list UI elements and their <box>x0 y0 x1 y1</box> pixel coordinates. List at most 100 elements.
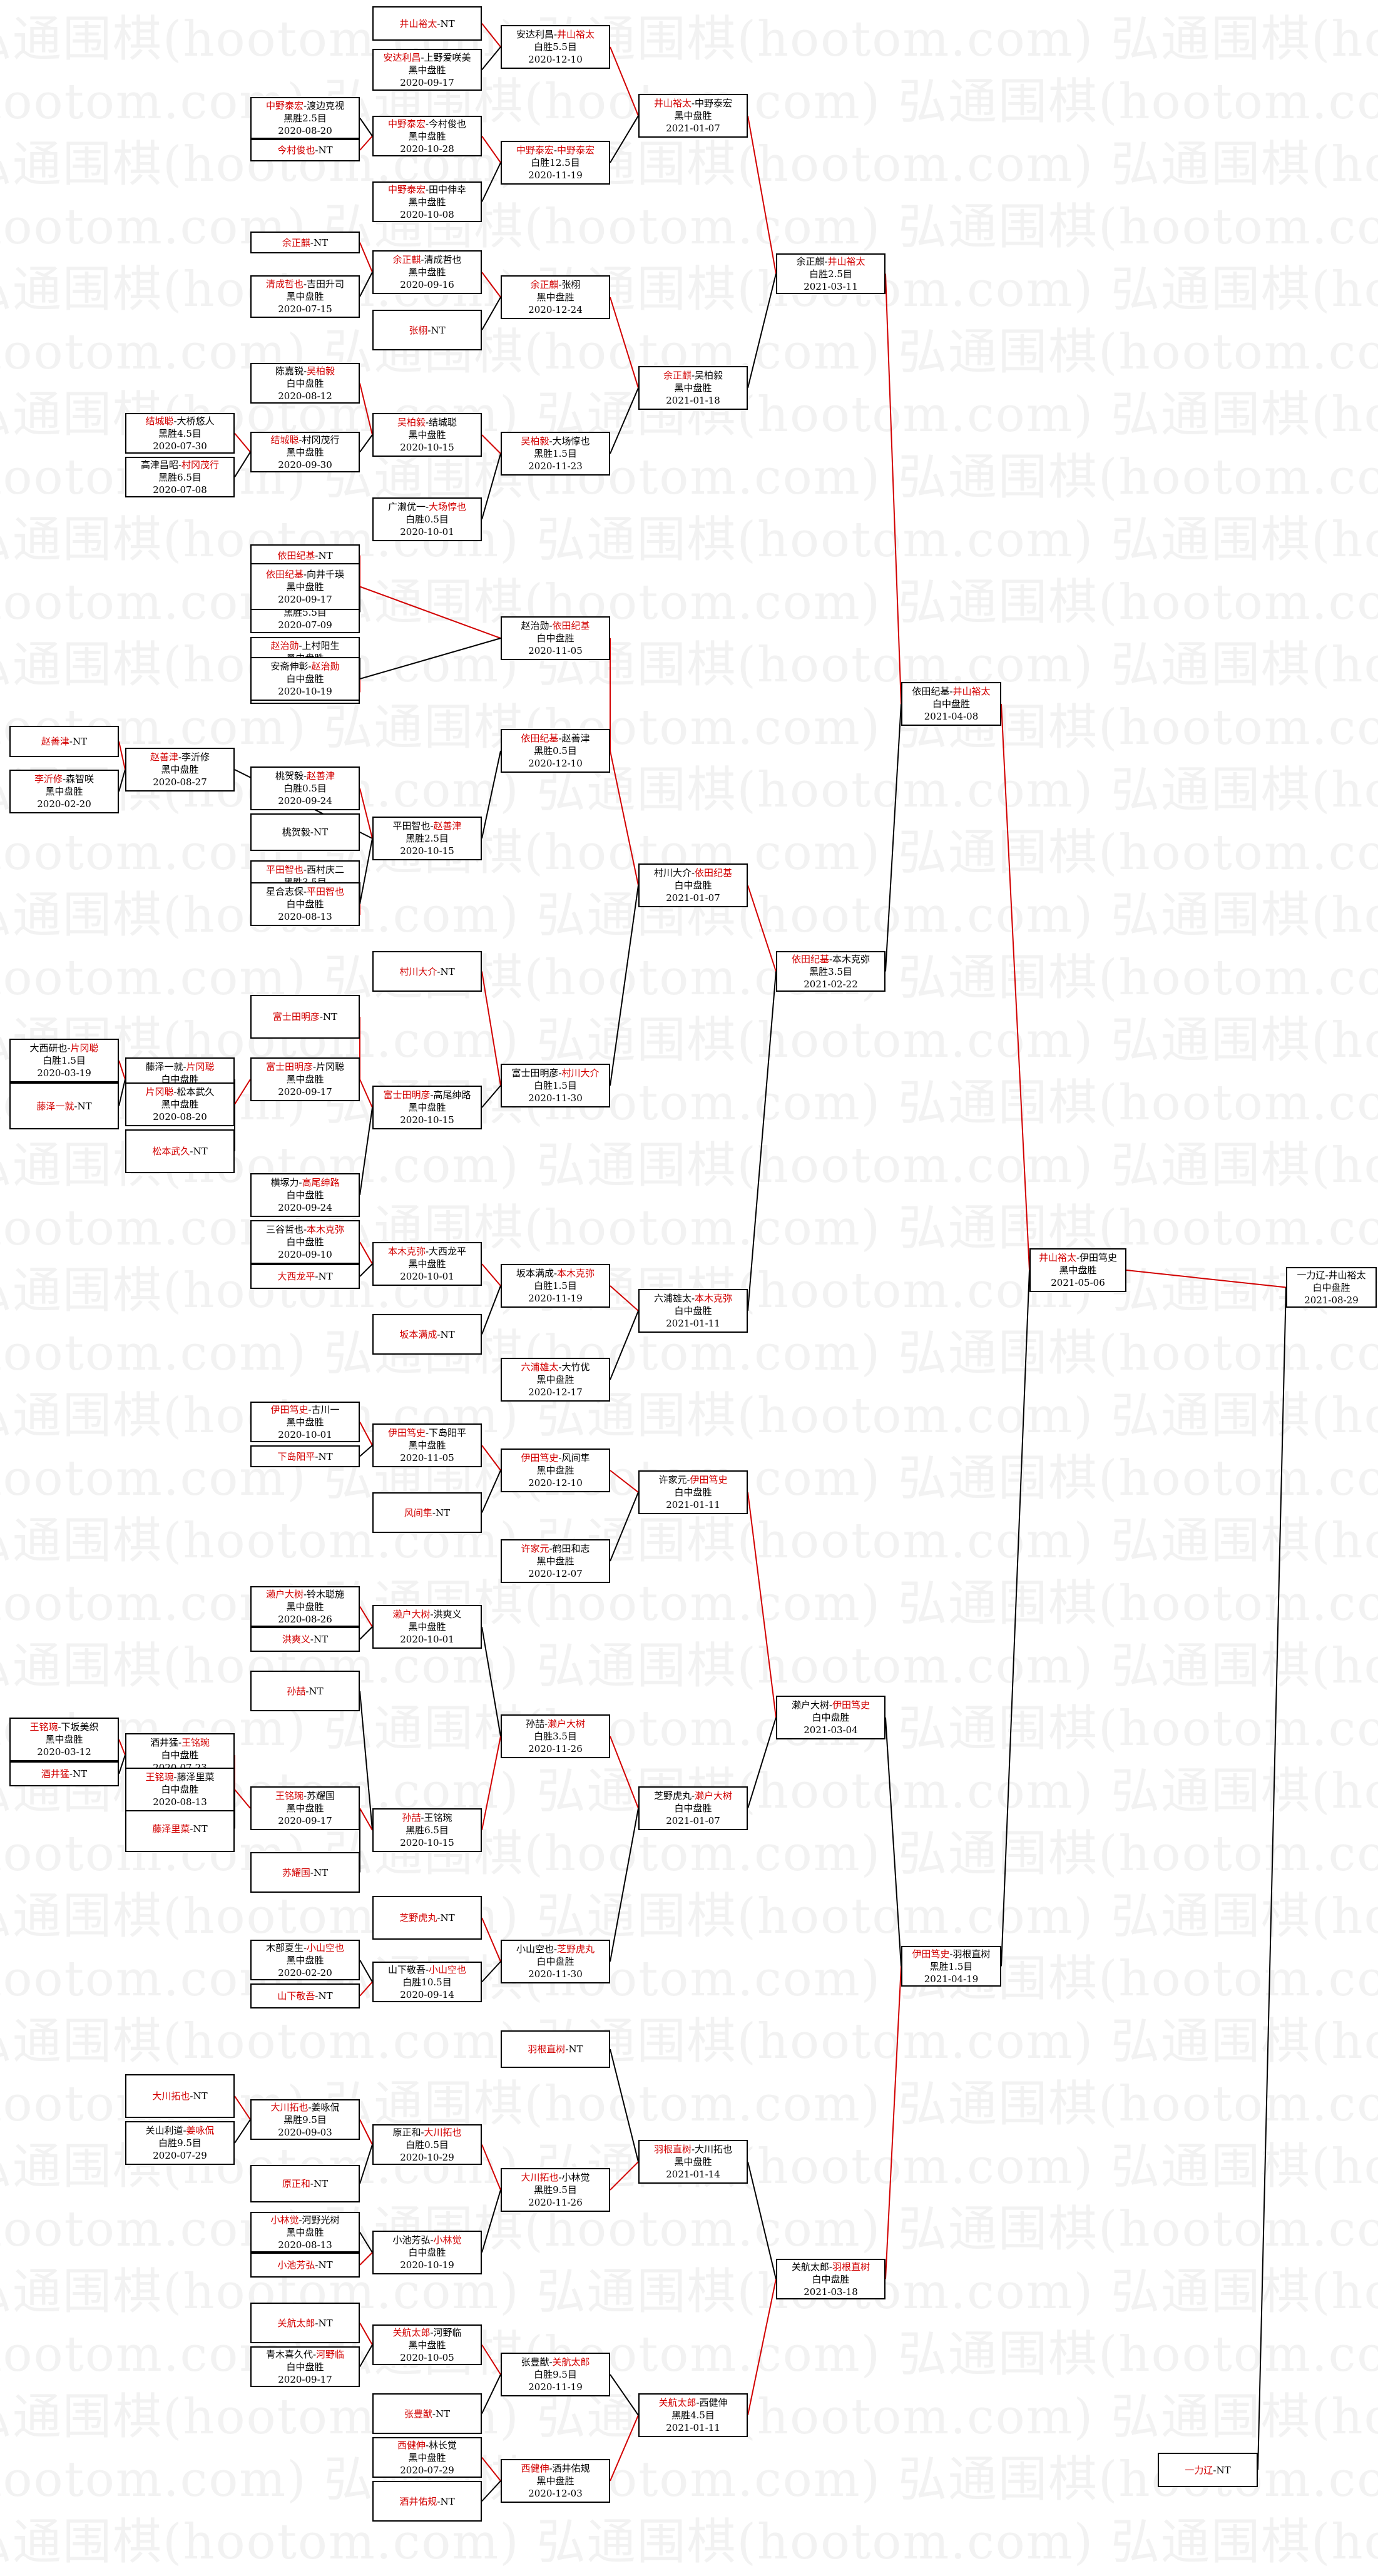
match-players: 依田纪基-向井千瑛 <box>265 568 345 580</box>
watermark-text: 弘通围棋(hootom.com) 弘通围棋(hootom.com) 弘通围棋(h… <box>0 2514 1378 2570</box>
watermark-text: 弘通围棋(hootom.com) 弘通围棋(hootom.com) 弘通围棋(h… <box>0 637 1378 693</box>
match-result: 黑中盘胜 <box>536 1465 574 1476</box>
match-players: 安斋伸彰-赵治勋 <box>270 661 340 672</box>
match-players: 结城聪-大桥悠人 <box>145 415 215 427</box>
loser-connector <box>610 2049 639 2162</box>
watermark-text: 弘通围棋(hootom.com) 弘通围棋(hootom.com) 弘通围棋(h… <box>0 136 1378 193</box>
winner-connector <box>481 971 501 1086</box>
watermark-text: 弘通围棋(hootom.com) 弘通围棋(hootom.com) 弘通围棋(h… <box>0 2326 1378 2383</box>
match-date: 2020-09-17 <box>278 1086 332 1097</box>
match-result: 白中盘胜 <box>536 633 574 644</box>
match-players: 濑户大树-伊田笃史 <box>791 1699 870 1711</box>
match-date: 2020-12-24 <box>528 304 583 315</box>
player-name: 三谷哲也 <box>265 1224 304 1235</box>
match-players: 依田纪基-井山裕太 <box>912 686 991 697</box>
loser-connector <box>481 1961 501 1983</box>
player-name: NT <box>568 2044 583 2055</box>
player-name: 富士田明彦 <box>511 1067 559 1079</box>
winner-connector <box>359 788 373 839</box>
match-players: 大川拓也-NT <box>152 2090 208 2102</box>
watermark-text: 弘通围棋(hootom.com) 弘通围棋(hootom.com) 弘通围棋(h… <box>0 1388 1378 1444</box>
player-name: 小林觉 <box>561 2172 590 2183</box>
player-name: 大西研也 <box>29 1042 68 1054</box>
match-players: 赵治勋-依田纪基 <box>521 620 590 631</box>
watermark-text: 弘通围棋(hootom.com) 弘通围棋(hootom.com) 弘通围棋(h… <box>0 950 1378 1006</box>
player-name: NT <box>313 827 329 838</box>
winner-connector <box>610 1736 639 1809</box>
match-box: 大川拓也-NT <box>125 2074 235 2118</box>
player-name: 安达利昌 <box>516 29 554 40</box>
match-result: 白胜12.5目 <box>531 157 580 168</box>
match-date: 2020-03-12 <box>37 1746 91 1758</box>
player-name: 姜咏侃 <box>186 2125 215 2136</box>
match-date: 2020-02-20 <box>37 798 91 810</box>
match-date: 2020-10-15 <box>400 442 454 453</box>
player-name: 赵善津 <box>433 820 462 832</box>
player-name: 许家元 <box>521 1543 549 1554</box>
match-result: 黑中盘胜 <box>286 1803 324 1814</box>
loser-connector <box>359 2231 373 2253</box>
loser-connector <box>610 2374 639 2416</box>
match-players: 坂本满成-NT <box>399 1328 455 1340</box>
player-name: 赵善津 <box>561 733 590 744</box>
player-name: 高尾绅路 <box>302 1177 340 1188</box>
player-name: 余正麒 <box>282 237 310 248</box>
match-date: 2020-07-29 <box>400 2464 454 2476</box>
match-result: 黑中盘胜 <box>286 291 324 302</box>
winner-connector <box>481 23 501 48</box>
match-result: 黑胜4.5目 <box>671 2410 715 2421</box>
match-date: 2020-09-17 <box>400 76 454 88</box>
match-date: 2020-11-30 <box>528 1968 583 1980</box>
match-date: 2020-11-26 <box>528 1743 583 1754</box>
player-name: 羽根直树 <box>952 1948 991 1960</box>
match-date: 2021-04-19 <box>924 1973 979 1985</box>
match-players: 依田纪基-NT <box>277 549 333 561</box>
winner-connector <box>118 1739 126 1756</box>
watermark-text: 弘通围棋(hootom.com) 弘通围棋(hootom.com) 弘通围棋(h… <box>0 2264 1378 2320</box>
match-players: 原正和-大川拓也 <box>392 2126 462 2138</box>
winner-connector <box>481 1445 501 1471</box>
match-players: 藤泽一就-片冈聪 <box>145 1061 215 1072</box>
match-date: 2021-05-06 <box>1051 1277 1105 1288</box>
player-name: 酒井佑规 <box>552 2463 590 2474</box>
player-name: 赵善津 <box>41 736 69 747</box>
match-players: 小池芳弘-NT <box>277 2259 333 2271</box>
loser-connector <box>359 117 373 137</box>
match-result: 白中盘胜 <box>286 899 324 910</box>
loser-connector <box>359 1626 373 1640</box>
match-result: 黑中盘胜 <box>536 1374 574 1385</box>
player-name: 井山裕太 <box>399 18 437 29</box>
player-name: 赵善津 <box>150 751 178 763</box>
player-name: 田中伸幸 <box>429 183 467 195</box>
player-name: 高津昌昭 <box>140 459 178 471</box>
match-result: 黑胜3.5目 <box>809 965 852 977</box>
match-players: 苏耀国-NT <box>282 1866 329 1878</box>
player-name: 濑户大树 <box>548 1718 586 1729</box>
match-result: 黑胜1.5目 <box>534 448 577 459</box>
player-name: NT <box>72 736 88 747</box>
match-date: 2021-01-14 <box>666 2169 720 2180</box>
match-players: 张栩-NT <box>409 324 446 336</box>
player-name: 小山空也 <box>429 1963 467 1975</box>
match-result: 黑胜4.5目 <box>158 427 202 439</box>
match-date: 2020-09-17 <box>278 1815 332 1826</box>
match-players: 酒井佑规-NT <box>399 2495 455 2507</box>
match-date: 2020-11-23 <box>528 461 583 472</box>
match-date: 2020-02-20 <box>278 1967 332 1978</box>
match-box: 张豊猷-NT <box>372 2393 482 2434</box>
player-name: 芝野虎丸 <box>399 1912 437 1923</box>
match-date: 2020-08-20 <box>278 125 332 136</box>
match-players: 羽根直树-大川拓也 <box>653 2144 733 2155</box>
player-name: 中野泰宏 <box>516 145 554 156</box>
